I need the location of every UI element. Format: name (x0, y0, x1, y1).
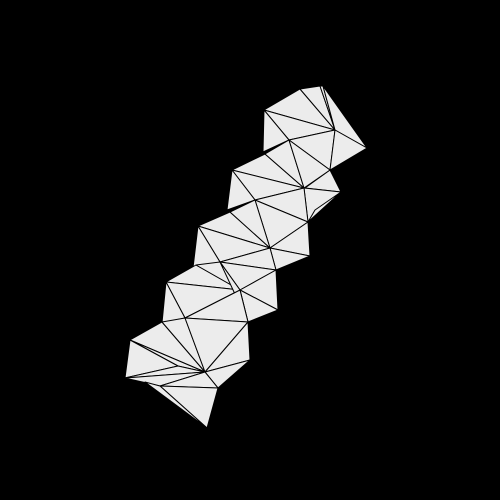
triangle-face-7 (329, 129, 368, 171)
triangle-face-5 (262, 109, 290, 153)
polygon-faces (124, 85, 368, 429)
triangle-face-19 (229, 199, 271, 249)
triangle-face-11 (288, 139, 331, 189)
triangle-face-17 (307, 191, 342, 223)
triangle-face-45 (144, 381, 208, 429)
triangle-face-13 (226, 169, 256, 211)
